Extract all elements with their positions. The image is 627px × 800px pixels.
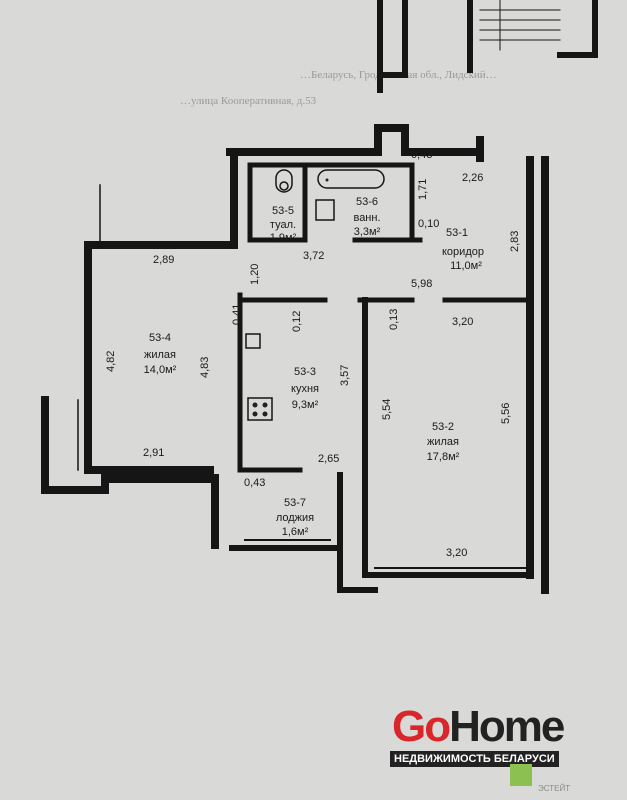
logo-tagline: НЕДВИЖИМОСТЬ БЕЛАРУСИ (390, 751, 559, 767)
svg-text:3,3м²: 3,3м² (354, 226, 381, 238)
room-53-4: 53-4 жилая 14,0м² (144, 332, 177, 376)
svg-text:2,91: 2,91 (143, 447, 164, 459)
logo-go: Go (392, 702, 451, 751)
walls (41, 124, 549, 594)
svg-text:0,12: 0,12 (291, 311, 303, 332)
stairwell (377, 0, 598, 93)
svg-text:туал.: туал. (270, 219, 296, 231)
svg-text:1,6м²: 1,6м² (282, 526, 309, 538)
room-53-2: 53-2 жилая 17,8м² (427, 421, 460, 463)
stove-icon (247, 397, 273, 421)
dimension-labels: 0,43 2,26 1,71 0,10 2,83 3,72 5,98 1,20 … (105, 149, 521, 559)
svg-text:0,43: 0,43 (244, 477, 265, 489)
room-53-5: 53-5 туал. 1,9м² (270, 205, 297, 244)
sink-icon (315, 199, 335, 221)
svg-text:кухня: кухня (291, 383, 319, 395)
svg-text:17,8м²: 17,8м² (427, 451, 460, 463)
svg-text:1,20: 1,20 (249, 264, 261, 285)
svg-text:2,26: 2,26 (462, 172, 483, 184)
room-53-7: 53-7 лоджия 1,6м² (276, 497, 314, 538)
svg-text:53-4: 53-4 (149, 332, 171, 344)
svg-text:жилая: жилая (427, 436, 459, 448)
svg-text:жилая: жилая (144, 349, 176, 361)
kitchen-sink-icon (245, 333, 261, 349)
svg-text:53-6: 53-6 (356, 196, 378, 208)
toilet-icon (275, 169, 293, 193)
room-53-3: 53-3 кухня 9,3м² (291, 366, 319, 411)
svg-text:0,10: 0,10 (418, 218, 439, 230)
bathtub-icon (317, 169, 385, 189)
svg-text:3,20: 3,20 (446, 547, 467, 559)
svg-text:5,54: 5,54 (381, 399, 393, 420)
svg-text:2,65: 2,65 (318, 453, 339, 465)
svg-text:14,0м²: 14,0м² (144, 364, 177, 376)
svg-text:лоджия: лоджия (276, 512, 314, 524)
svg-text:53-7: 53-7 (284, 497, 306, 509)
svg-text:4,82: 4,82 (105, 351, 117, 372)
svg-text:53-1: 53-1 (446, 227, 468, 239)
room-53-1: 53-1 коридор 11,0м² (442, 227, 484, 272)
gohome-logo: GoHome НЕДВИЖИМОСТЬ БЕЛАРУСИ (390, 702, 592, 767)
svg-text:11,0м²: 11,0м² (450, 260, 482, 272)
watermark-text: ЭСТЕЙТ (538, 784, 571, 793)
svg-text:3,20: 3,20 (452, 316, 473, 328)
svg-text:0,41: 0,41 (231, 304, 243, 325)
svg-text:53-2: 53-2 (432, 421, 454, 433)
svg-text:2,83: 2,83 (509, 231, 521, 252)
svg-text:1,9м²: 1,9м² (270, 232, 297, 244)
svg-text:4,83: 4,83 (199, 357, 211, 378)
svg-text:53-3: 53-3 (294, 366, 316, 378)
svg-text:9,3м²: 9,3м² (292, 399, 319, 411)
house-watermark-icon (510, 764, 532, 786)
svg-text:2,89: 2,89 (153, 254, 174, 266)
svg-text:3,72: 3,72 (303, 250, 324, 262)
svg-text:5,56: 5,56 (500, 403, 512, 424)
svg-text:1,71: 1,71 (417, 179, 429, 200)
svg-text:0,43: 0,43 (411, 149, 432, 161)
svg-text:ванн.: ванн. (353, 212, 380, 224)
svg-text:коридор: коридор (442, 246, 484, 258)
logo-home: Home (449, 702, 565, 751)
room-53-6: 53-6 ванн. 3,3м² (353, 196, 380, 238)
svg-text:3,57: 3,57 (339, 365, 351, 386)
address-line-2: …улица Кооперативная, д.53 (180, 95, 317, 107)
svg-text:0,13: 0,13 (388, 309, 400, 330)
svg-text:5,98: 5,98 (411, 278, 432, 290)
svg-text:53-5: 53-5 (272, 205, 294, 217)
